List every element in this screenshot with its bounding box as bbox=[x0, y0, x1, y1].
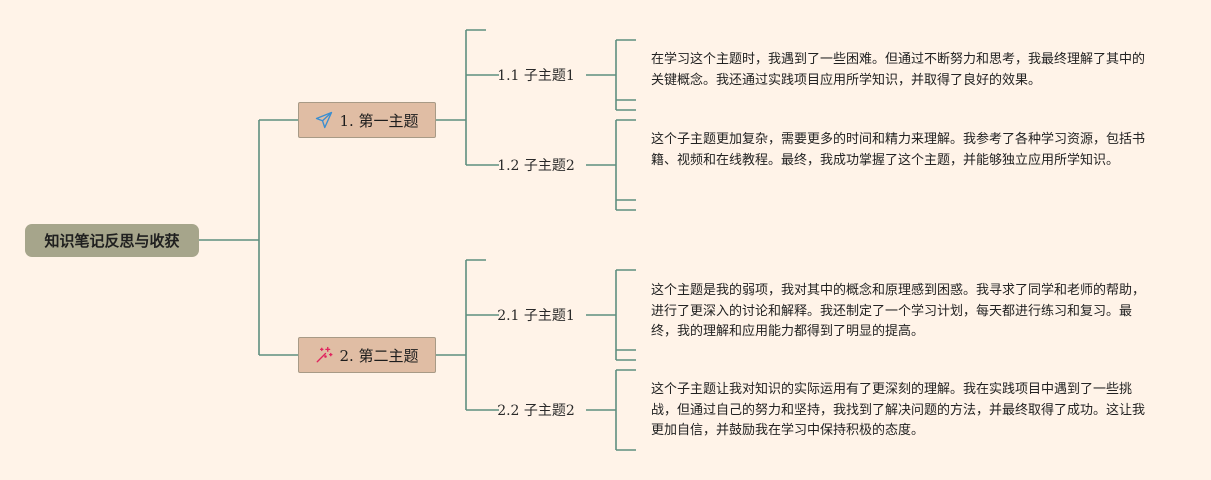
note-1-2: 这个子主题更加复杂，需要更多的时间和精力来理解。我参考了各种学习资源，包括书籍、… bbox=[651, 132, 1146, 168]
root-node[interactable]: 知识笔记反思与收获 bbox=[25, 224, 199, 257]
paper-plane-icon bbox=[315, 111, 333, 129]
subtopic-label: 2.1 子主题1 bbox=[497, 308, 575, 324]
topic-node-1[interactable]: 1. 第一主题 bbox=[298, 102, 436, 138]
note-2-2: 这个子主题让我对知识的实际运用有了更深刻的理解。我在实践项目中遇到了一些挑战，但… bbox=[651, 382, 1146, 438]
connector-topic-1 bbox=[436, 29, 499, 166]
connector-sub-1-1 bbox=[586, 39, 636, 111]
subtopic-label: 1.2 子主题2 bbox=[497, 158, 575, 174]
note-2-1: 这个主题是我的弱项，我对其中的概念和原理感到困惑。我寻求了同学和老师的帮助，进行… bbox=[651, 283, 1146, 339]
subtopic-node-1-1[interactable]: 1.1 子主题1 bbox=[493, 64, 579, 86]
root-label: 知识笔记反思与收获 bbox=[44, 232, 180, 250]
subtopic-label: 2.2 子主题2 bbox=[497, 403, 575, 419]
connector-topic-2 bbox=[436, 259, 499, 411]
subtopic-label: 1.1 子主题1 bbox=[497, 68, 575, 84]
connector-root bbox=[199, 119, 298, 356]
subtopic-node-2-2[interactable]: 2.2 子主题2 bbox=[493, 399, 579, 421]
topic-node-2[interactable]: 2. 第二主题 bbox=[298, 337, 436, 373]
magic-wand-sparkles-icon bbox=[315, 346, 334, 364]
subtopic-node-2-1[interactable]: 2.1 子主题1 bbox=[493, 304, 579, 326]
connector-sub-1-2 bbox=[586, 119, 636, 211]
subtopic-node-1-2[interactable]: 1.2 子主题2 bbox=[493, 154, 579, 176]
connector-sub-2-1 bbox=[586, 269, 636, 361]
topic-label-1: 1. 第一主题 bbox=[339, 111, 419, 130]
connector-sub-2-2 bbox=[586, 369, 636, 451]
note-1-1: 在学习这个主题时，我遇到了一些困难。但通过不断努力和思考，我最终理解了其中的关键… bbox=[651, 52, 1146, 88]
topic-label-2: 2. 第二主题 bbox=[339, 346, 419, 365]
